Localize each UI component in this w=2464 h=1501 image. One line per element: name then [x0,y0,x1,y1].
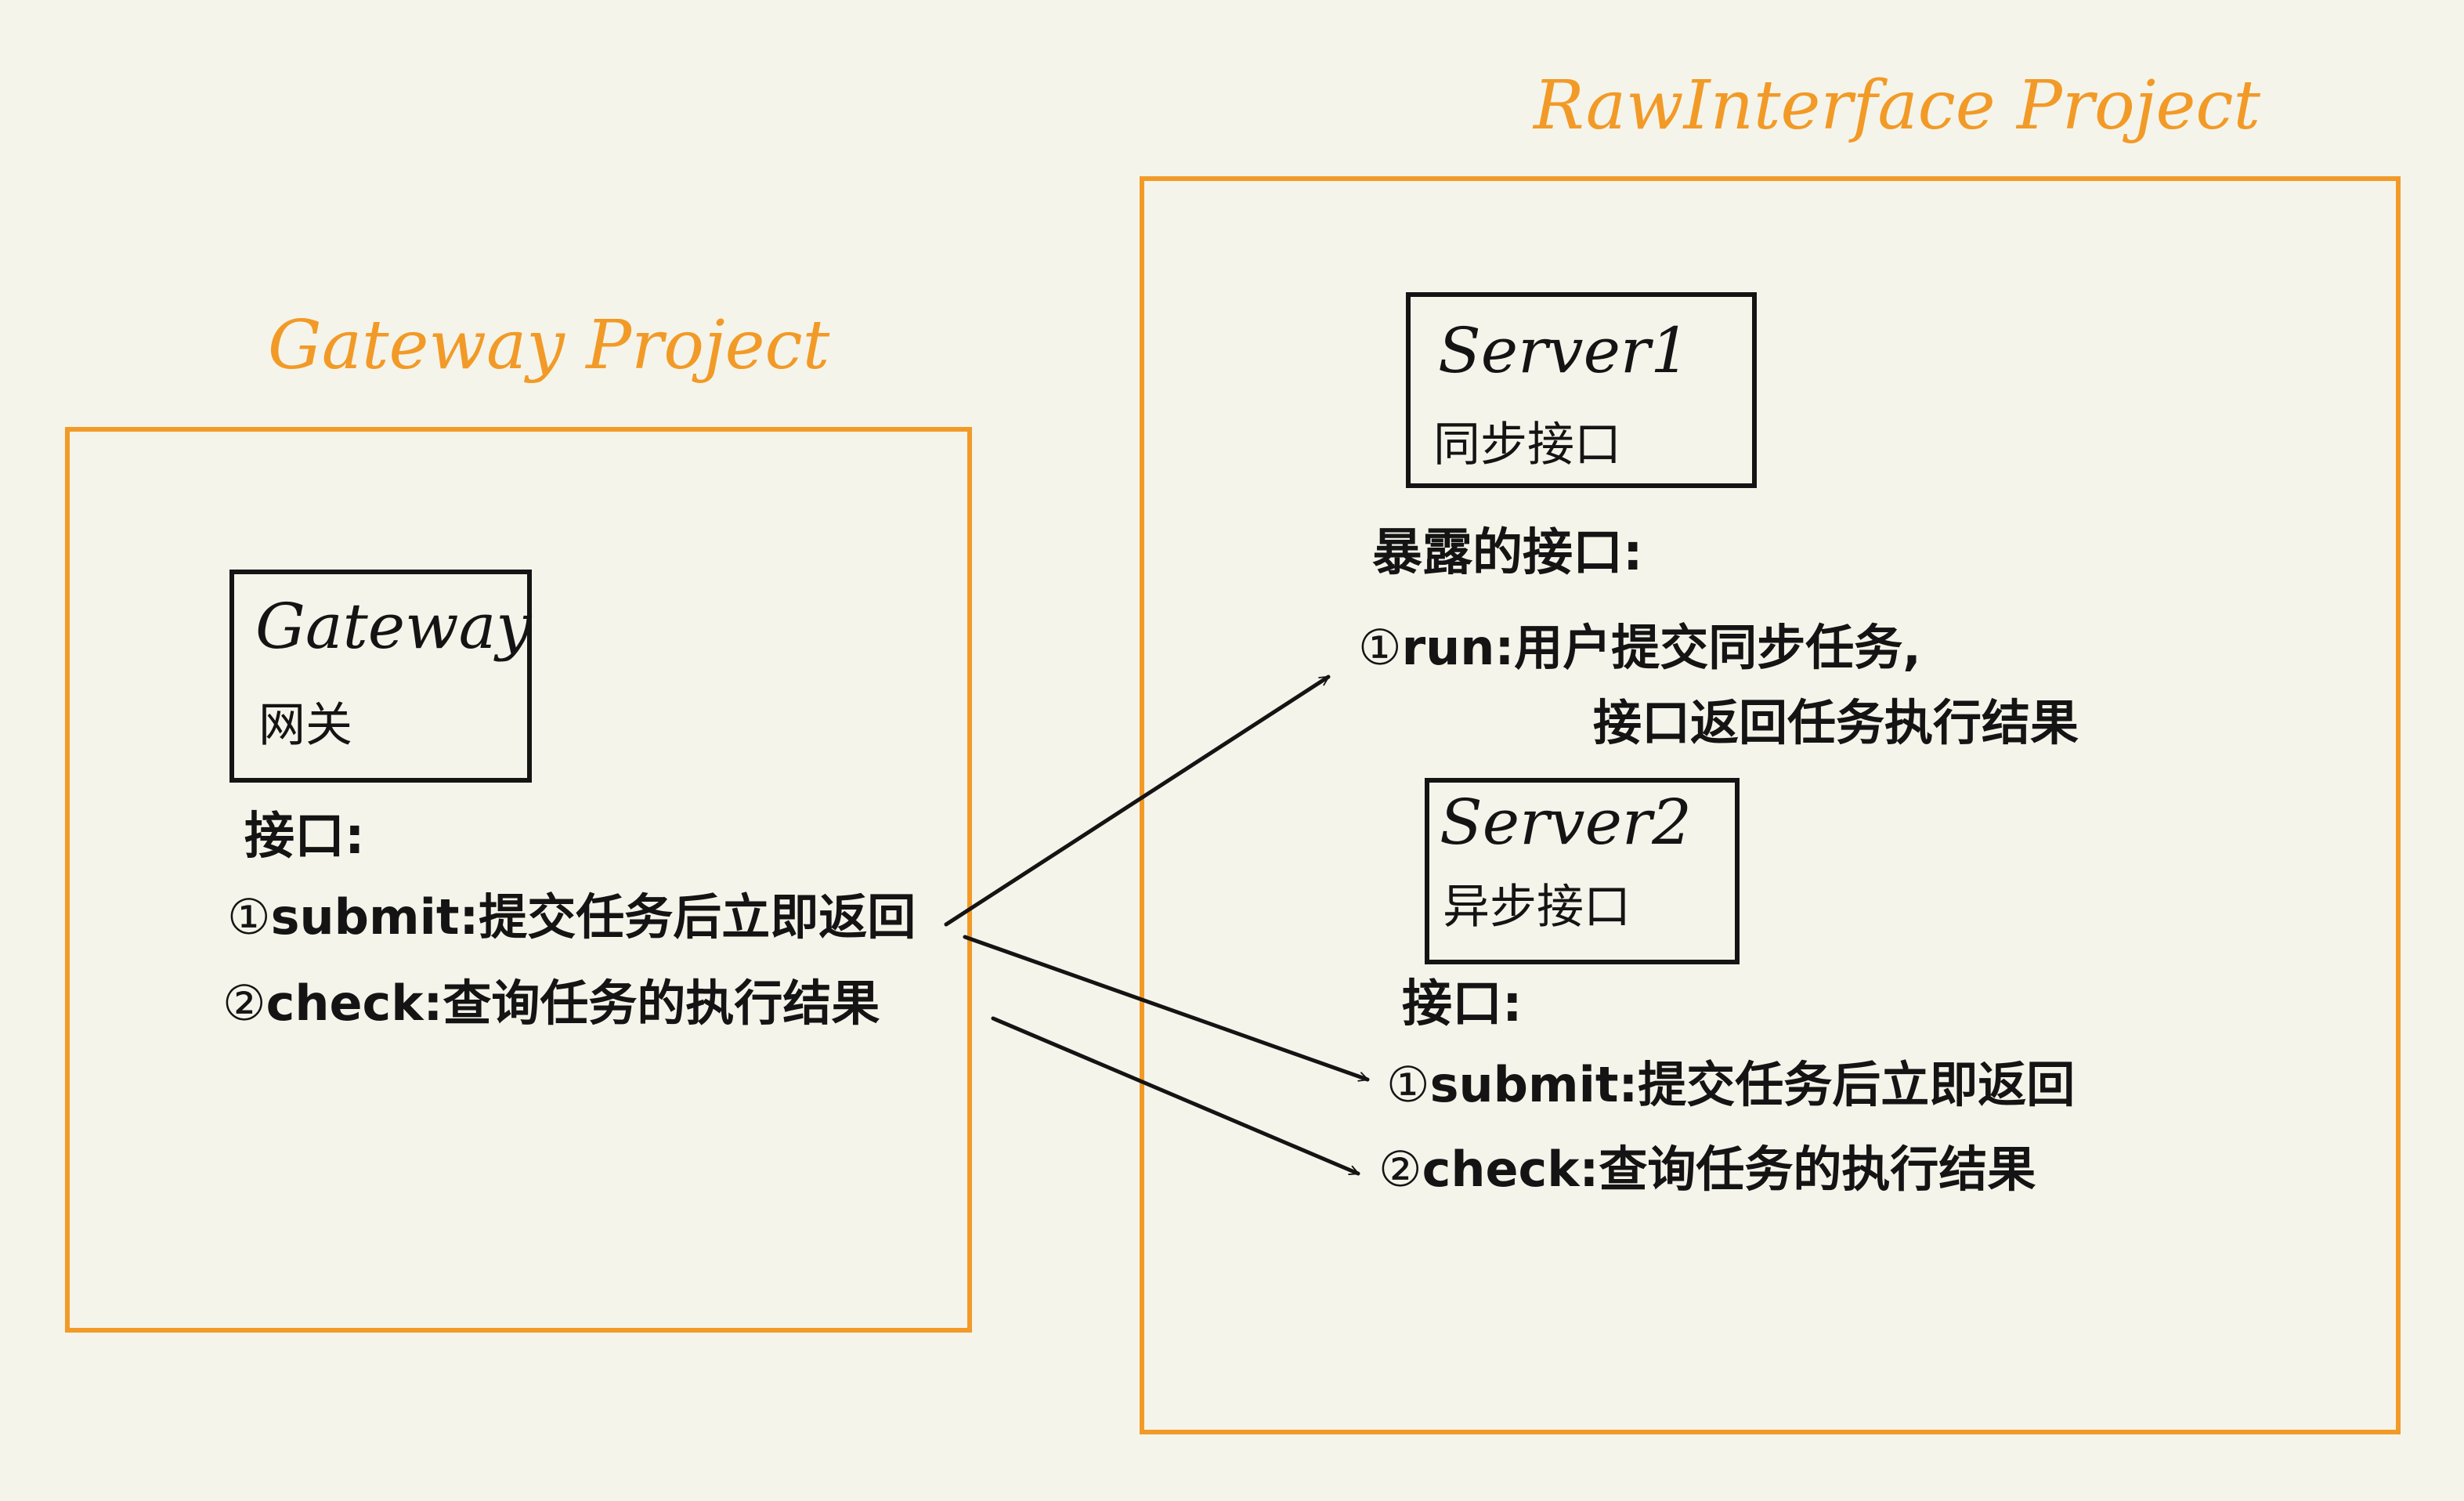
gateway-interfaces-heading: 接口: [244,808,365,866]
server1-box-frame [1406,292,1757,488]
server1-box-name: Server1 [1438,314,1691,387]
server1-interface-text: run:用户提交同步任务, [1401,619,1921,676]
gateway-box-subtitle: 网关 [258,698,352,753]
server2-interface-item: ②check:查询任务的执行结果 [1378,1145,2036,1194]
gateway-interface-text: submit:提交任务后立即返回 [270,888,916,946]
gateway-interface-text: check:查询任务的执行结果 [266,975,880,1032]
arrow-submit-to-run [944,675,1331,927]
server1-interface-item: ①run:用户提交同步任务, [1358,624,1921,672]
server2-interfaces-heading: 接口: [1402,975,1523,1033]
server2-interface-text: check:查询任务的执行结果 [1422,1141,2036,1198]
gateway-interface-index: ② [222,975,266,1032]
gateway-box-name: Gateway [255,590,532,663]
server2-box-subtitle: 异步接口 [1443,880,1631,935]
gateway-project-frame [65,427,972,1333]
server2-interface-text: submit:提交任务后立即返回 [1429,1056,2076,1113]
raw-project-frame [1140,176,2401,1434]
server2-interface-item: ①submit:提交任务后立即返回 [1386,1061,2075,1109]
server1-box-subtitle: 同步接口 [1433,418,1621,472]
server1-interface-index: ① [1358,619,1402,676]
server1-interface-continuation: 接口返回任务执行结果 [1593,694,2079,751]
server2-interface-index: ② [1378,1141,1422,1198]
raw-project-title: RawInterface Project [1534,67,2261,145]
gateway-box-frame [229,570,532,783]
gateway-interface-item: ②check:查询任务的执行结果 [222,979,880,1028]
gateway-project-title: Gateway Project [268,306,830,385]
arrow-check-to-server2-check [991,1016,1360,1176]
server2-interface-index: ① [1386,1056,1430,1113]
gateway-interface-item: ①submit:提交任务后立即返回 [227,893,916,942]
server1-exposed-heading: 暴露的接口: [1372,524,1643,582]
gateway-interface-index: ① [227,888,271,946]
arrow-submit-to-server2-submit [963,935,1370,1082]
server2-box-frame [1425,778,1740,964]
server2-box-name: Server2 [1440,786,1693,859]
